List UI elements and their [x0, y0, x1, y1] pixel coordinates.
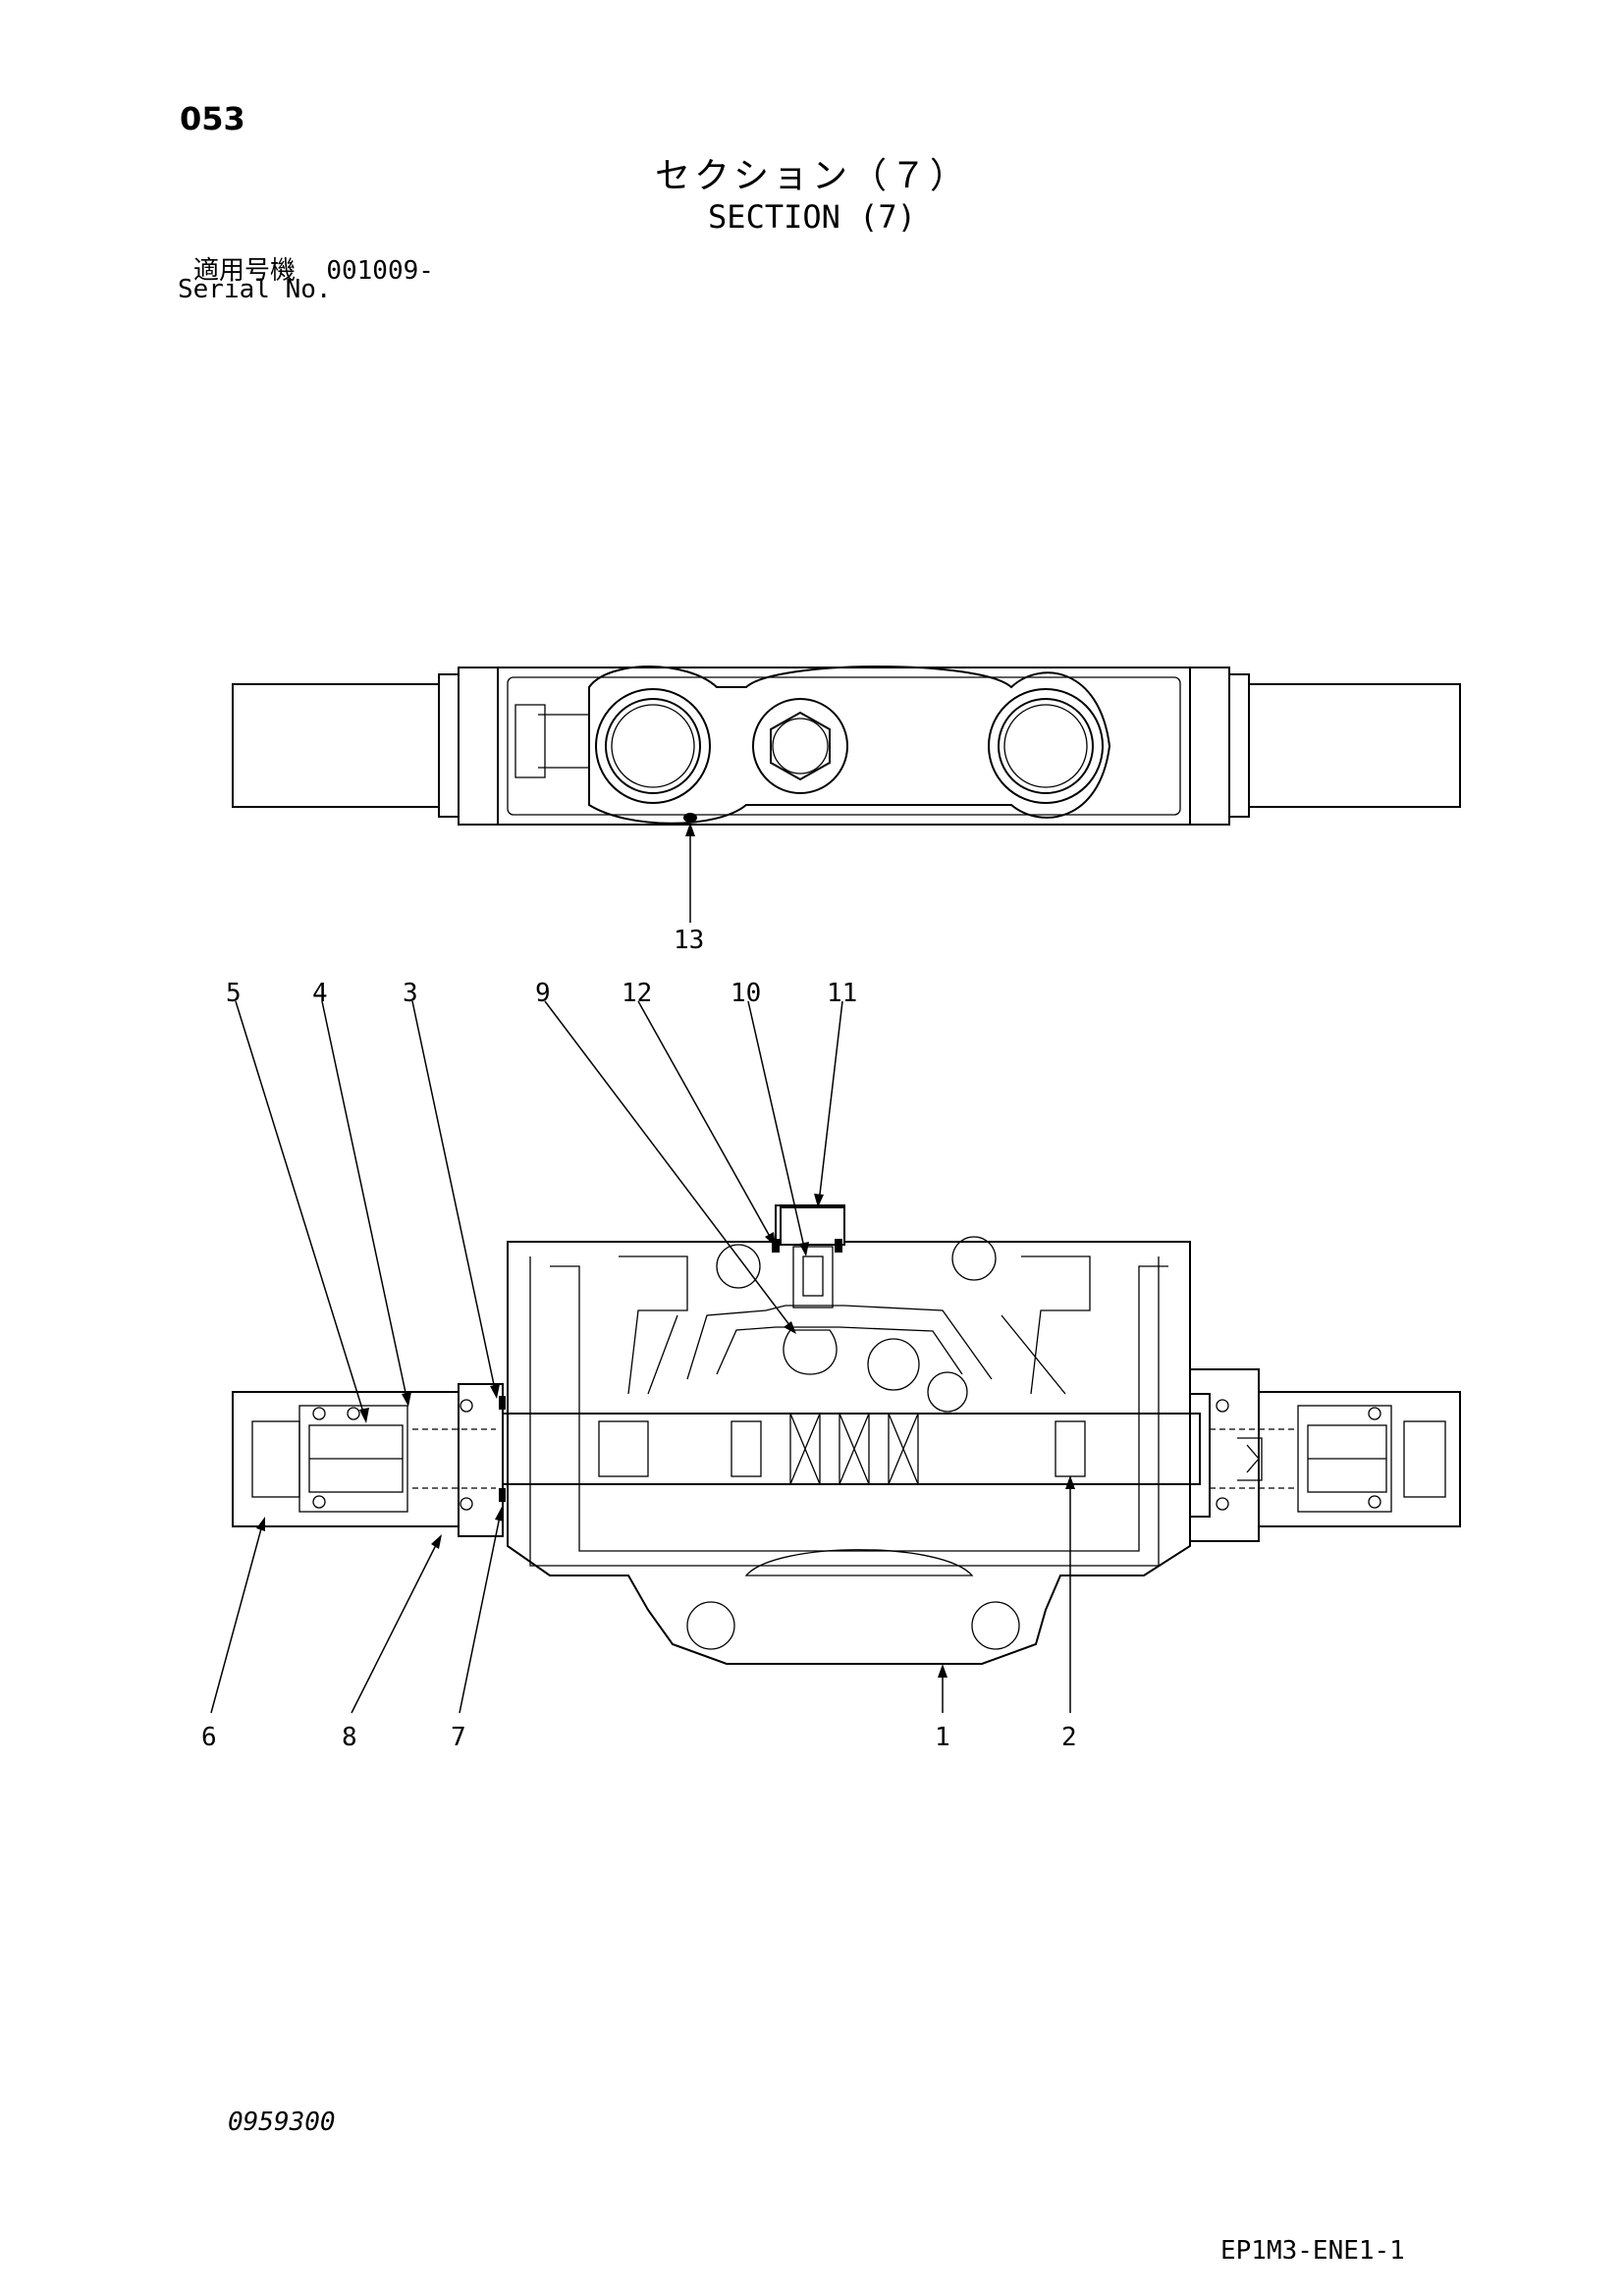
callout-6: 6: [201, 1723, 217, 1752]
serial-label-japanese: 適用号機: [193, 256, 297, 286]
page-title-japanese: セクション（７）: [654, 156, 969, 196]
callout-2: 2: [1061, 1723, 1077, 1752]
callout-11: 11: [827, 979, 857, 1008]
callout-3: 3: [403, 979, 418, 1008]
callout-5: 5: [226, 979, 242, 1008]
leader-lines: [210, 823, 1075, 1714]
callout-8: 8: [342, 1723, 357, 1752]
callout-4: 4: [312, 979, 328, 1008]
serial-applicability: 適用号機 001009-: [193, 250, 434, 287]
callout-9: 9: [535, 979, 551, 1008]
callout-10: 10: [731, 979, 761, 1008]
callout-13: 13: [674, 926, 704, 955]
top-view: [232, 666, 1461, 826]
page-number: 053: [180, 100, 245, 137]
drawing-number: 0959300: [228, 2108, 336, 2137]
section-view: [232, 1204, 1461, 1665]
callout-1: 1: [935, 1723, 950, 1752]
callout-labels: 13 5 4 3 9 12 10 11 6 8 7 1 2: [201, 926, 1077, 1752]
serial-value: 001009-: [326, 256, 434, 286]
callout-7: 7: [451, 1723, 466, 1752]
page-title-english: SECTION (7): [708, 198, 916, 236]
serial-label-english: Serial No.: [178, 275, 332, 304]
callout-12: 12: [622, 979, 652, 1008]
document-code: EP1M3-ENE1-1: [1220, 2236, 1405, 2266]
